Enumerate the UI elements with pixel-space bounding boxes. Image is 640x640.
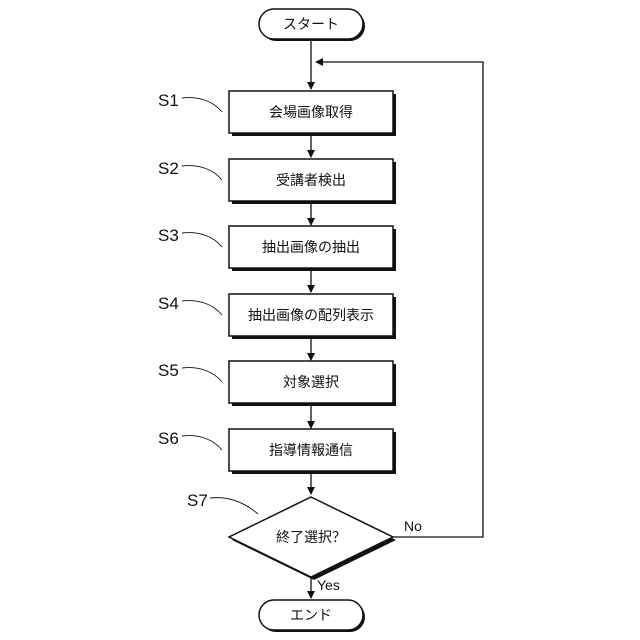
step-s1: 会場画像取得 [229,91,396,136]
end-label: エンド [290,608,332,624]
leader-s4 [182,301,222,315]
label-s1: S1 [158,91,179,110]
label-s3: S3 [158,226,179,245]
label-s7: S7 [187,491,208,510]
no-branch-label: No [404,518,422,534]
decision-s7: 終了選択？ [229,497,396,580]
leader-s6 [182,436,222,450]
leader-s7 [210,498,258,514]
step-s6: 指導情報通信 [229,429,396,474]
leader-s5 [182,368,222,382]
label-s4: S4 [158,294,179,313]
end-terminal: エンド [259,600,365,632]
step-s4-text: 抽出画像の配列表示 [248,308,374,324]
label-s2: S2 [158,159,179,178]
step-s5: 対象選択 [229,361,396,406]
start-label: スタート [283,17,339,33]
start-terminal: スタート [259,9,365,41]
step-s2: 受講者検出 [229,159,396,204]
decision-text: 終了選択？ [276,530,346,546]
step-s3: 抽出画像の抽出 [229,226,396,271]
step-s1-text: 会場画像取得 [269,104,353,121]
step-s5-text: 対象選択 [283,375,339,391]
label-s5: S5 [158,361,179,380]
step-s2-text: 受講者検出 [276,173,346,189]
step-s4: 抽出画像の配列表示 [229,294,396,339]
yes-branch-label: Yes [317,577,340,593]
leader-s3 [182,233,222,247]
step-s6-text: 指導情報通信 [269,443,353,459]
label-s6: S6 [158,429,179,448]
leader-s1 [182,98,222,112]
step-s3-text: 抽出画像の抽出 [262,240,360,256]
leader-s2 [182,166,222,180]
